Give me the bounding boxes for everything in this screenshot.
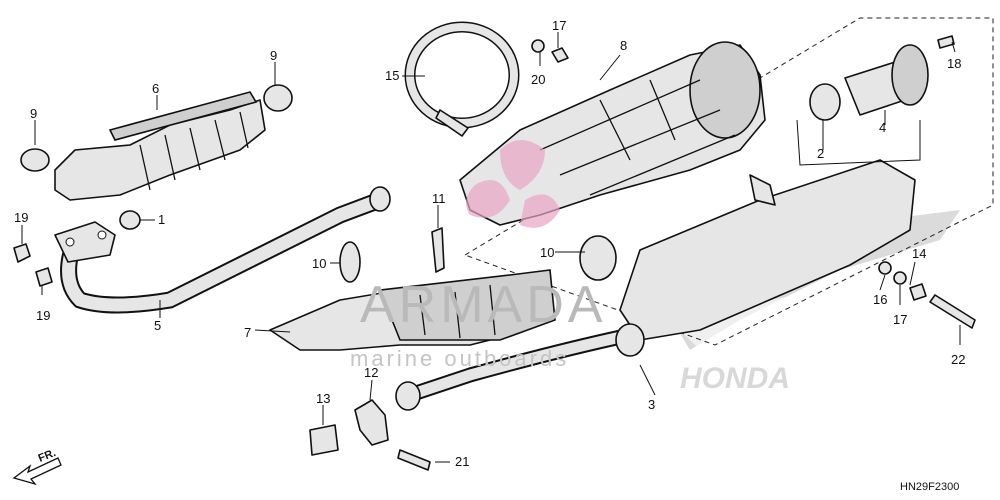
callout-2: 2: [817, 146, 824, 161]
diagram-code: HN29F2300: [900, 481, 959, 493]
exhaust-band-left: [20, 148, 50, 172]
callout-3: 3: [648, 397, 655, 412]
pipe-clamp: [354, 399, 389, 446]
callout-16: 16: [873, 292, 887, 307]
front-direction-arrow: FR.: [12, 447, 62, 486]
bolt-22: [929, 294, 976, 329]
rubber-collar: [309, 424, 339, 456]
muffler-band-left: [339, 241, 361, 283]
bolt-21: [397, 449, 431, 471]
callout-9-right: 9: [270, 48, 277, 63]
collar-16: [878, 261, 892, 275]
callout-17-top: 17: [552, 18, 566, 33]
muffler-cover: [459, 41, 766, 226]
callout-9-left: 9: [30, 106, 37, 121]
armada-watermark: ARMADA marine outboards: [350, 140, 606, 371]
watermark-brand: ARMADA: [360, 276, 606, 334]
callout-8: 8: [620, 38, 627, 53]
arrester-bolt: [937, 35, 955, 49]
callout-10-left: 10: [312, 256, 326, 271]
callout-4: 4: [879, 120, 886, 135]
callout-21: 21: [455, 454, 469, 469]
washer-20: [531, 39, 545, 53]
callout-10-right: 10: [540, 245, 554, 260]
exhaust-pipe-protector: [54, 91, 266, 201]
heat-shield-ring: [404, 21, 520, 137]
callout-1: 1: [158, 212, 165, 227]
callout-11: 11: [432, 191, 446, 206]
leader-lines: [21, 32, 961, 463]
callout-7: 7: [244, 325, 251, 340]
nut-17a: [551, 47, 569, 63]
catalyzer-protector: [269, 269, 556, 351]
spark-arrester: [844, 44, 929, 116]
flange-nut-19a: [13, 243, 31, 263]
washer-17b: [893, 271, 907, 285]
muffler-band-right: [579, 235, 617, 281]
washer-14: [909, 283, 927, 301]
honda-wordmark: HONDA: [680, 362, 790, 395]
muffler-stay: [431, 227, 445, 273]
watermark-tagline: marine outboards: [350, 346, 569, 371]
callout-17-right: 17: [893, 312, 907, 327]
callout-18: 18: [947, 56, 961, 71]
callout-5: 5: [154, 318, 161, 333]
callout-20: 20: [531, 72, 545, 87]
callout-12: 12: [364, 365, 378, 380]
exhaust-gasket: [119, 210, 141, 230]
callout-22: 22: [951, 352, 965, 367]
callout-15: 15: [385, 68, 399, 83]
muffler-body: [395, 159, 916, 411]
callout-13: 13: [316, 391, 330, 406]
callout-14: 14: [912, 246, 926, 261]
exhaust-band-right: [263, 84, 293, 112]
arrester-gasket: [809, 83, 841, 121]
exhaust-pipe: [54, 186, 391, 314]
callout-19-bottom: 19: [36, 308, 50, 323]
flange-nut-19b: [35, 267, 53, 287]
callout-6: 6: [152, 81, 159, 96]
callout-19-top: 19: [14, 210, 28, 225]
